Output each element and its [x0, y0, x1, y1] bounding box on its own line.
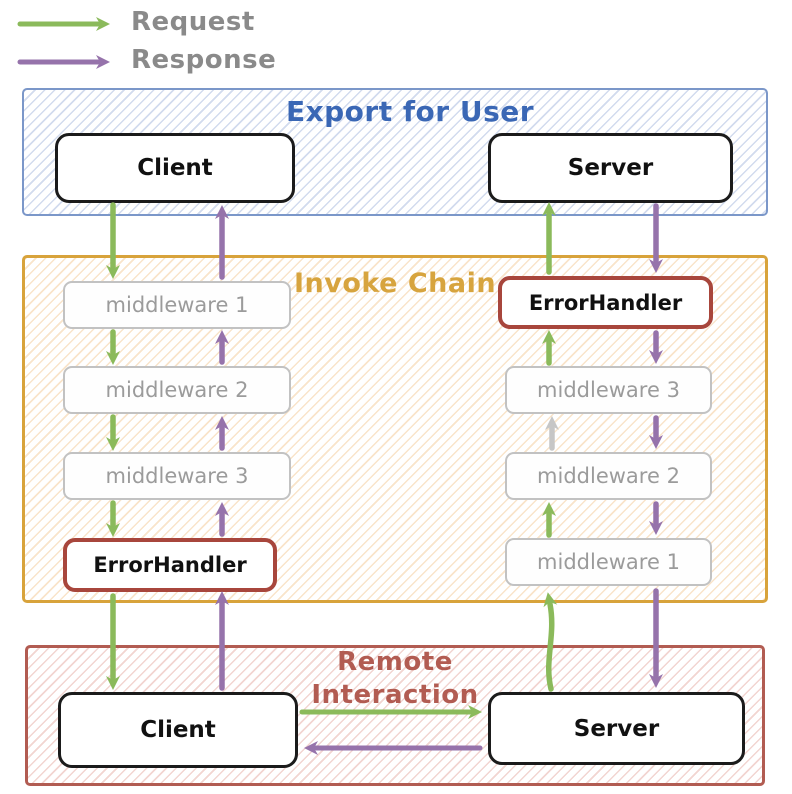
left-middleware-2-box: middleware 2	[63, 366, 291, 414]
left-middleware-1-label: middleware 1	[105, 293, 249, 317]
left-middleware-1-box: middleware 1	[63, 281, 291, 329]
legend-response-label: Response	[131, 45, 277, 75]
export-group-title: Export for User	[285, 95, 535, 128]
right-middleware-2-label: middleware 2	[537, 464, 680, 488]
remote-client-label: Client	[140, 717, 216, 743]
right-middleware-1-label: middleware 1	[537, 550, 680, 574]
remote-group-title: Remote Interaction	[300, 646, 490, 712]
left-error-handler-box: ErrorHandler	[63, 538, 277, 592]
left-middleware-3-box: middleware 3	[63, 452, 291, 500]
export-server-label: Server	[567, 155, 654, 181]
right-middleware-1-box: middleware 1	[505, 538, 712, 586]
left-middleware-3-label: middleware 3	[105, 464, 249, 488]
right-middleware-3-box: middleware 3	[505, 366, 712, 414]
left-middleware-2-label: middleware 2	[105, 378, 249, 402]
remote-server-box: Server	[488, 692, 745, 765]
remote-group-title-line2: Interaction	[311, 680, 479, 710]
export-client-box: Client	[55, 133, 295, 203]
remote-group-title-line1: Remote	[337, 647, 453, 677]
remote-server-label: Server	[573, 715, 660, 742]
invoke-group-title: Invoke Chain	[293, 268, 497, 299]
export-client-label: Client	[137, 155, 213, 181]
export-server-box: Server	[488, 133, 733, 203]
left-error-handler-label: ErrorHandler	[93, 553, 247, 577]
right-middleware-3-label: middleware 3	[537, 378, 680, 402]
right-error-handler-label: ErrorHandler	[528, 290, 683, 315]
right-middleware-2-box: middleware 2	[505, 452, 712, 500]
right-error-handler-box: ErrorHandler	[498, 276, 713, 329]
legend-request-label: Request	[131, 7, 255, 37]
remote-client-box: Client	[58, 692, 298, 768]
